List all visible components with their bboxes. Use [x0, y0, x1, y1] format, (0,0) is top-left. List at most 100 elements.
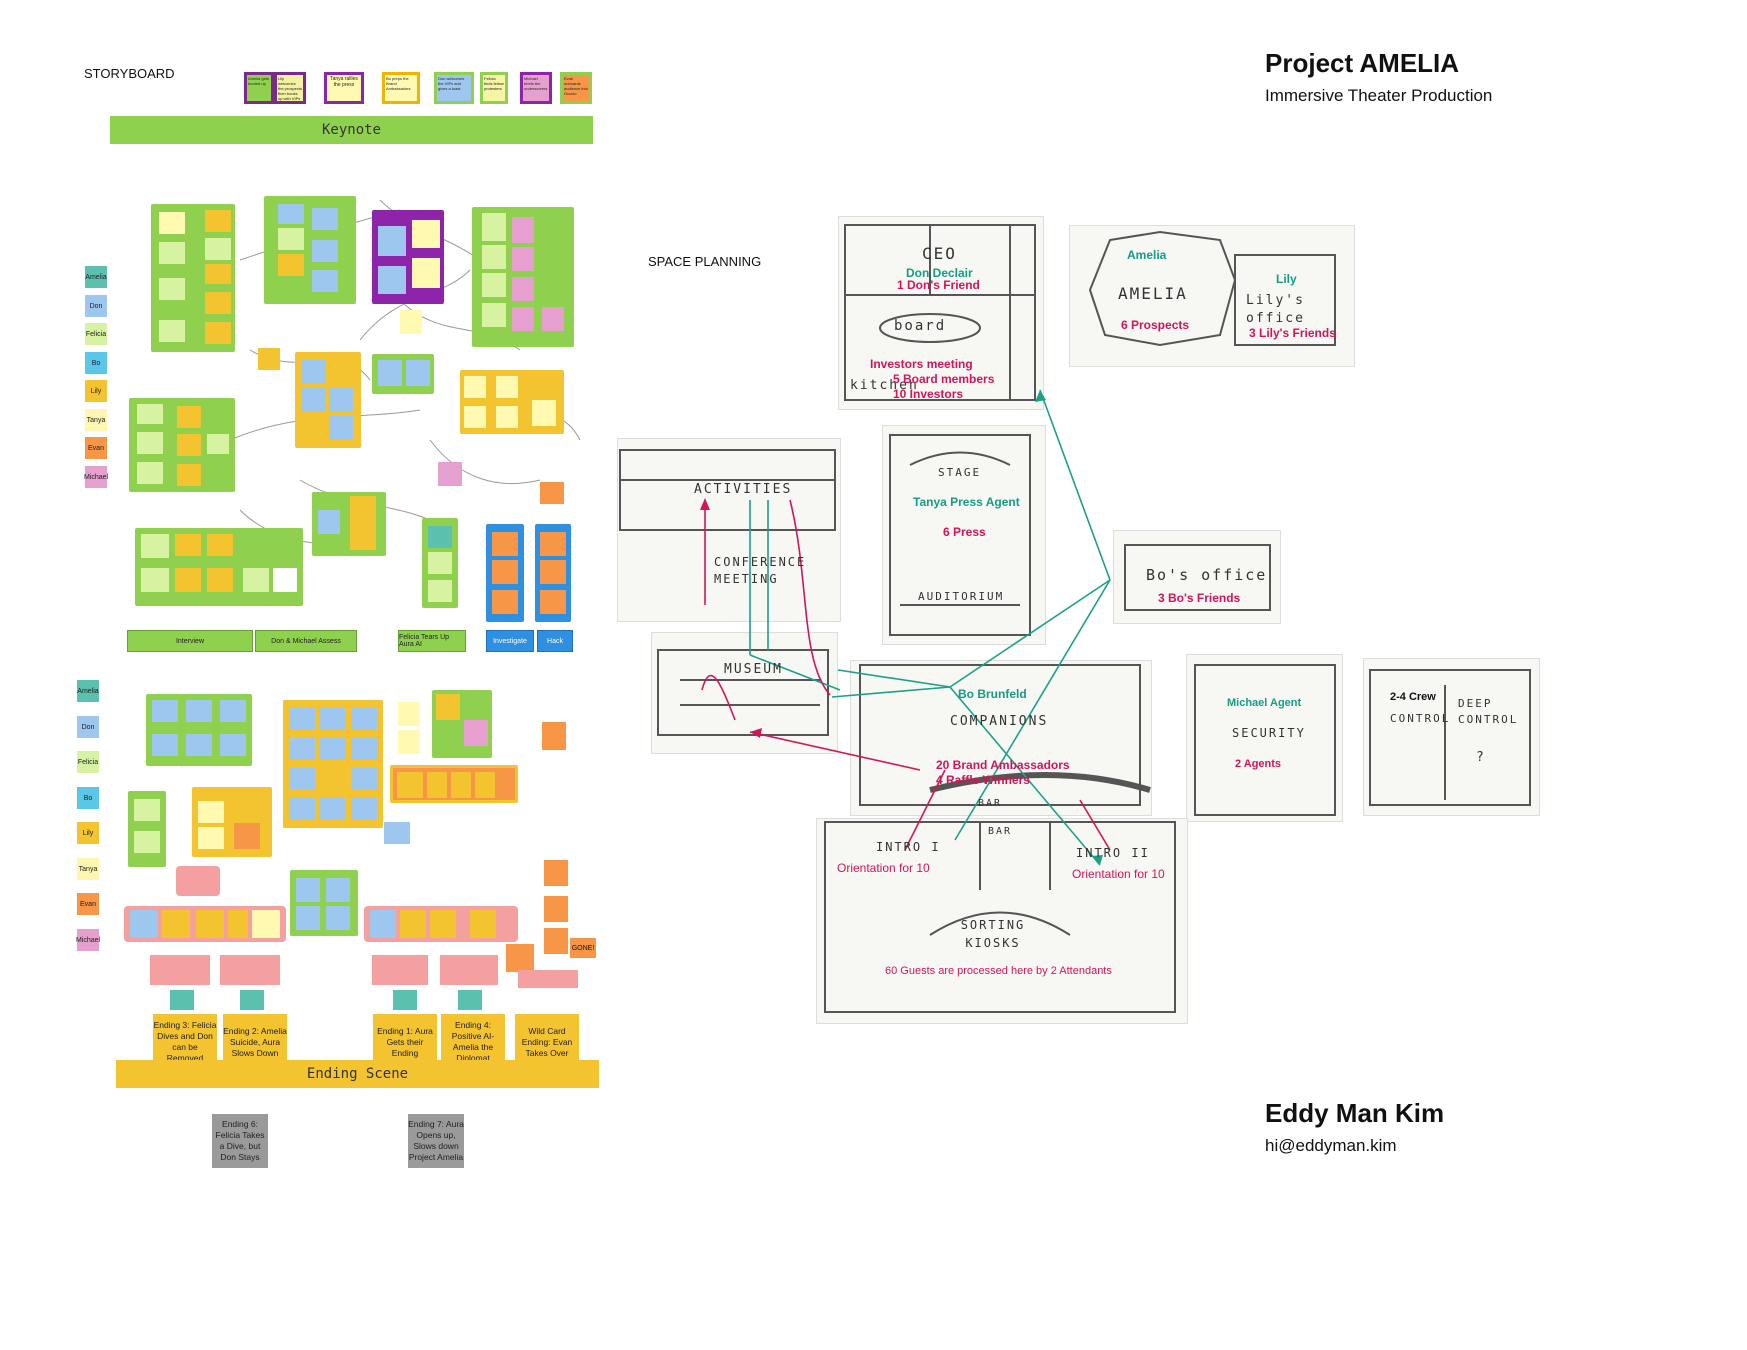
story-panel-green-10[interactable]	[432, 690, 492, 758]
sticky-note[interactable]	[170, 990, 194, 1010]
sticky-note	[130, 910, 158, 938]
sticky-note	[296, 906, 320, 930]
top-sticky-7[interactable]: Michael briefs the underscorers	[520, 72, 552, 104]
story-panel-blue-2[interactable]	[535, 524, 571, 622]
sticky-note[interactable]	[393, 990, 417, 1010]
top-sticky-8[interactable]: Evan onboards audience into Occulo	[560, 72, 592, 104]
room-stage[interactable]	[882, 425, 1046, 645]
decision-row-right[interactable]	[364, 906, 518, 942]
label-orientation-1: Orientation for 10	[837, 861, 930, 875]
story-panel-yellow-2[interactable]	[460, 370, 564, 434]
condition-note[interactable]	[150, 955, 210, 985]
character-chip-amelia[interactable]: Amelia	[85, 266, 107, 288]
sticky-note	[351, 738, 377, 760]
character-chip-amelia[interactable]: Amelia	[77, 680, 99, 702]
sticky-note	[205, 264, 231, 284]
top-sticky-3[interactable]: Tanya rallies the press	[324, 72, 364, 104]
story-panel-green-8[interactable]	[135, 528, 303, 606]
decision-row-left[interactable]	[124, 906, 286, 942]
sticky-note[interactable]	[240, 990, 264, 1010]
character-chip-evan[interactable]: Evan	[85, 437, 107, 459]
character-chip-tanya[interactable]: Tanya	[77, 858, 99, 880]
top-sticky-text: Tanya rallies the press	[330, 76, 358, 88]
character-chip-bo[interactable]: Bo	[77, 787, 99, 809]
sticky-note	[326, 906, 350, 930]
character-chip-lily[interactable]: Lily	[77, 822, 99, 844]
sticky-note	[301, 388, 325, 412]
character-chip-evan[interactable]: Evan	[77, 893, 99, 915]
top-sticky-5[interactable]: Don welcomes the VIPs and gives a toast	[434, 72, 474, 104]
story-panel-green-9[interactable]	[146, 694, 252, 766]
sticky-note	[289, 798, 315, 820]
top-sticky-1[interactable]: Amelia gets booted up	[244, 72, 274, 104]
ending-7[interactable]: Ending 7: Aura Opens up, Slows down Proj…	[408, 1114, 464, 1168]
top-sticky-2[interactable]: Lily welcomes the prospects then books u…	[274, 72, 306, 104]
sticky-note[interactable]	[398, 730, 420, 754]
story-panel-green-3[interactable]	[472, 207, 574, 347]
label-bos-friends: 3 Bo's Friends	[1158, 591, 1241, 605]
sticky-note[interactable]	[400, 310, 422, 334]
author-email[interactable]: hi@eddyman.kim	[1265, 1136, 1397, 1155]
sticky-note[interactable]	[398, 702, 420, 726]
story-panel-blue-1[interactable]	[486, 524, 524, 622]
section-label-felicia[interactable]: Felicia Tears Up Aura AI	[398, 630, 466, 652]
character-chip-michael[interactable]: Michael	[76, 929, 100, 951]
character-chip-felicia[interactable]: Felicia	[77, 751, 99, 773]
story-panel-yellow-1[interactable]	[295, 352, 361, 448]
keynote-bar[interactable]: Keynote	[110, 116, 593, 144]
section-label-hack[interactable]: Hack	[537, 630, 573, 652]
top-sticky-text: Michael briefs the underscorers	[524, 76, 548, 91]
story-panel-green-6[interactable]	[312, 492, 386, 556]
sticky-note[interactable]	[258, 348, 280, 370]
character-chip-don[interactable]: Don	[77, 716, 99, 738]
top-sticky-4[interactable]: Bo preps the Brand Ambassadors	[382, 72, 420, 104]
room-security[interactable]	[1186, 654, 1343, 822]
story-panel-green-11[interactable]	[128, 791, 166, 867]
story-panel-yellow-3[interactable]	[283, 700, 383, 828]
condition-note[interactable]	[440, 955, 498, 985]
section-label-investigate[interactable]: Investigate	[486, 630, 534, 652]
story-panel-purple[interactable]	[372, 210, 444, 304]
sticky-note[interactable]	[458, 990, 482, 1010]
character-chip-michael[interactable]: Michael	[84, 466, 108, 488]
story-panel-green-5[interactable]	[129, 398, 235, 492]
sticky-note[interactable]	[384, 822, 410, 844]
story-panel-pink-small[interactable]	[176, 866, 220, 896]
sticky-note[interactable]	[438, 462, 462, 486]
room-amelia[interactable]	[1069, 225, 1355, 367]
story-panel-green-4[interactable]	[372, 354, 434, 394]
sticky-note[interactable]	[540, 482, 564, 504]
section-label-interview[interactable]: Interview	[127, 630, 253, 652]
ending-scene-bar[interactable]: Ending Scene	[116, 1060, 599, 1088]
top-sticky-6[interactable]: Felicia finds fellow protesters	[480, 72, 508, 104]
room-companions[interactable]	[850, 660, 1152, 816]
character-chip-tanya[interactable]: Tanya	[85, 409, 107, 431]
room-control[interactable]	[1363, 658, 1540, 816]
room-museum[interactable]	[651, 632, 838, 754]
sticky-note[interactable]	[544, 860, 568, 886]
sticky-note[interactable]	[542, 722, 566, 750]
story-panel-green-7[interactable]	[422, 518, 458, 608]
condition-note[interactable]	[518, 970, 578, 988]
sticky-note	[400, 910, 426, 938]
story-panel-green-12[interactable]	[290, 870, 358, 936]
sketch-activities: ACTIVITIES	[694, 482, 793, 497]
condition-note[interactable]	[220, 955, 280, 985]
room-intro-sorting[interactable]	[816, 818, 1188, 1024]
ending-6[interactable]: Ending 6: Felicia Takes a Dive, but Don …	[212, 1114, 268, 1168]
section-label-assess[interactable]: Don & Michael Assess	[255, 630, 357, 652]
character-chip-felicia[interactable]: Felicia	[85, 323, 107, 345]
sticky-note[interactable]	[544, 896, 568, 922]
sticky-note	[137, 462, 163, 484]
character-chip-lily[interactable]: Lily	[85, 380, 107, 402]
story-panel-green-1[interactable]	[151, 204, 235, 352]
character-chip-bo[interactable]: Bo	[85, 352, 107, 374]
sticky-note	[451, 772, 471, 798]
story-panel-green-2[interactable]	[264, 196, 356, 304]
story-panel-orange-strip[interactable]	[390, 765, 518, 803]
condition-note[interactable]	[372, 955, 428, 985]
character-chip-don[interactable]: Don	[85, 295, 107, 317]
sticky-note[interactable]	[544, 928, 568, 954]
condition-note[interactable]	[506, 944, 534, 972]
story-panel-yellow-4[interactable]	[192, 787, 272, 857]
